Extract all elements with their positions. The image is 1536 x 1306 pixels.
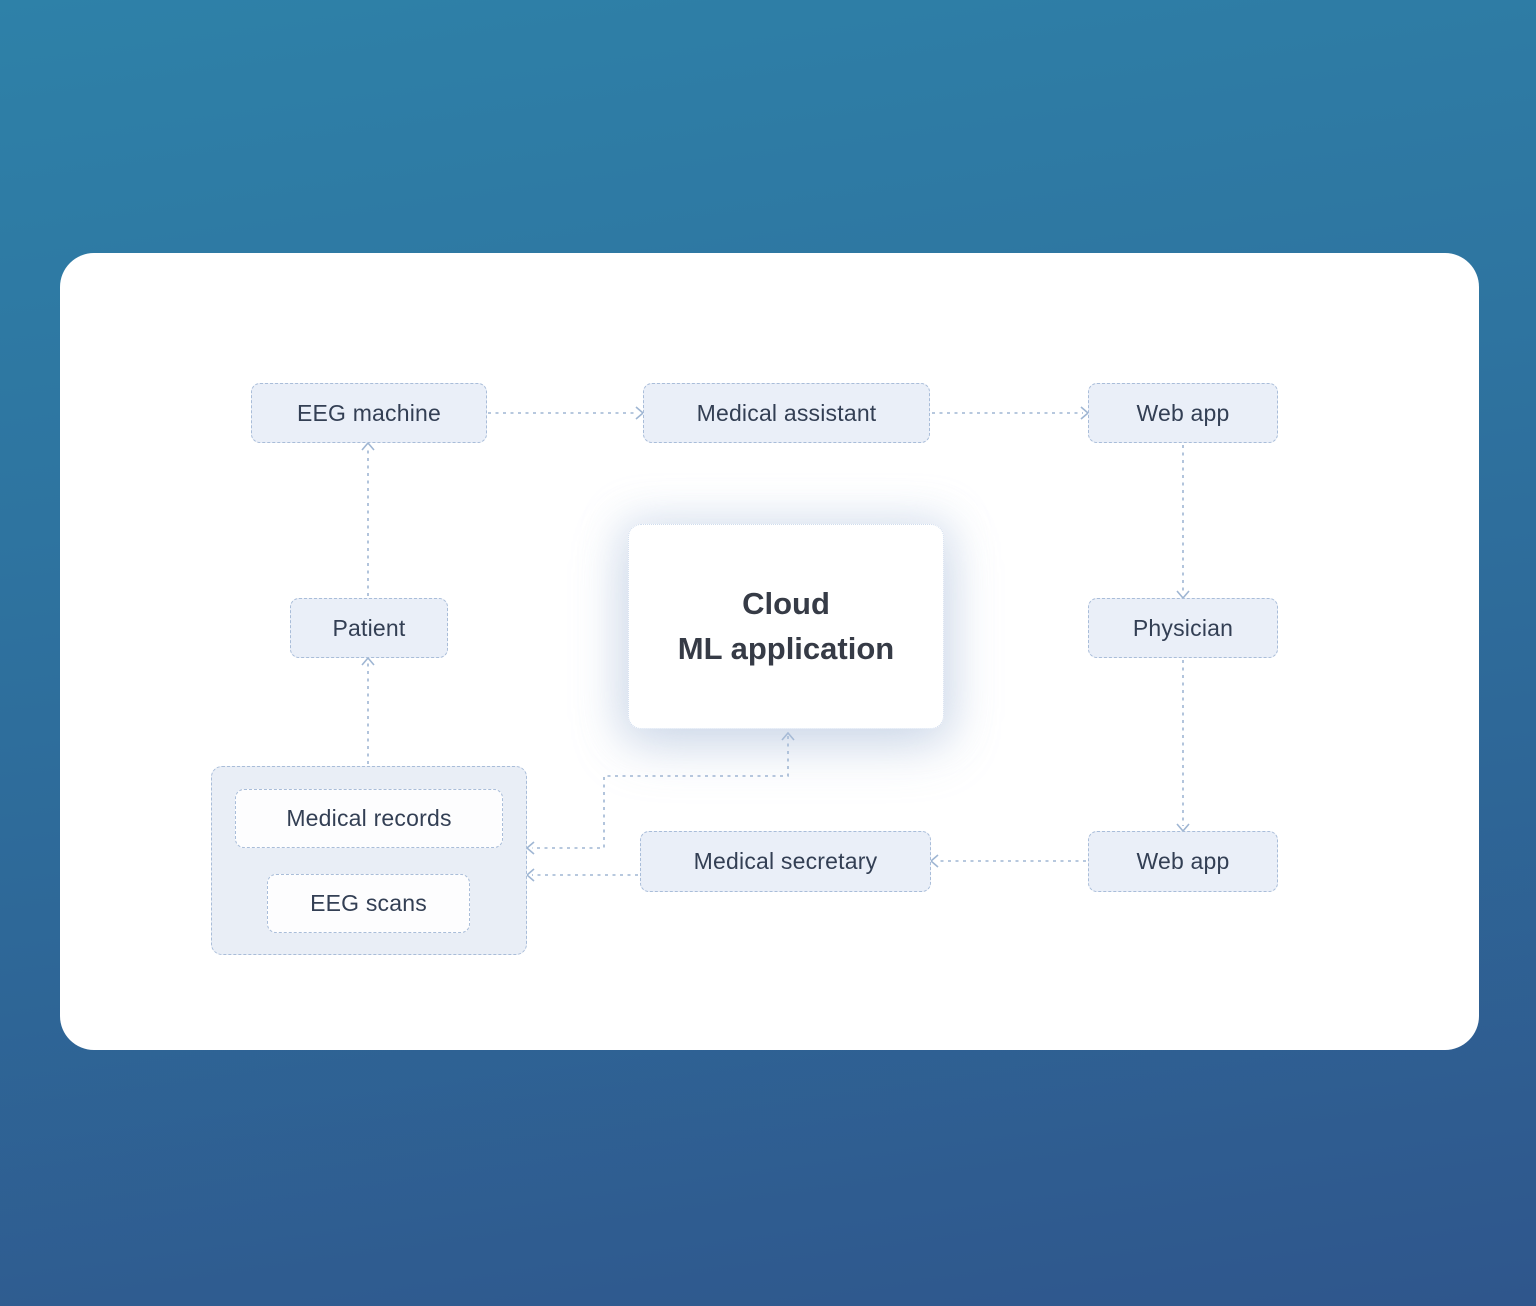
node-web-app-top: Web app xyxy=(1088,383,1278,443)
node-cloud-ml-application: Cloud ML application xyxy=(628,524,944,729)
node-web-app-bottom: Web app xyxy=(1088,831,1278,892)
node-physician-label: Physician xyxy=(1132,614,1234,641)
node-medical-assistant-label: Medical assistant xyxy=(696,399,877,426)
node-eeg-machine: EEG machine xyxy=(251,383,487,443)
node-medical-secretary: Medical secretary xyxy=(640,831,931,892)
node-medical-records-label: Medical records xyxy=(286,805,452,831)
node-eeg-scans: EEG scans xyxy=(267,874,470,933)
node-medical-records: Medical records xyxy=(235,789,503,848)
cloud-label-line1: Cloud xyxy=(742,586,830,622)
node-medical-assistant: Medical assistant xyxy=(643,383,930,443)
node-patient-label: Patient xyxy=(332,614,406,641)
node-eeg-scans-label: EEG scans xyxy=(310,890,427,916)
node-physician: Physician xyxy=(1088,598,1278,658)
node-patient: Patient xyxy=(290,598,448,658)
cloud-label-line2: ML application xyxy=(677,630,895,666)
node-medical-secretary-label: Medical secretary xyxy=(693,848,878,874)
node-eeg-machine-label: EEG machine xyxy=(296,399,442,426)
node-web-app-bottom-label: Web app xyxy=(1136,848,1230,874)
node-web-app-top-label: Web app xyxy=(1136,399,1230,426)
